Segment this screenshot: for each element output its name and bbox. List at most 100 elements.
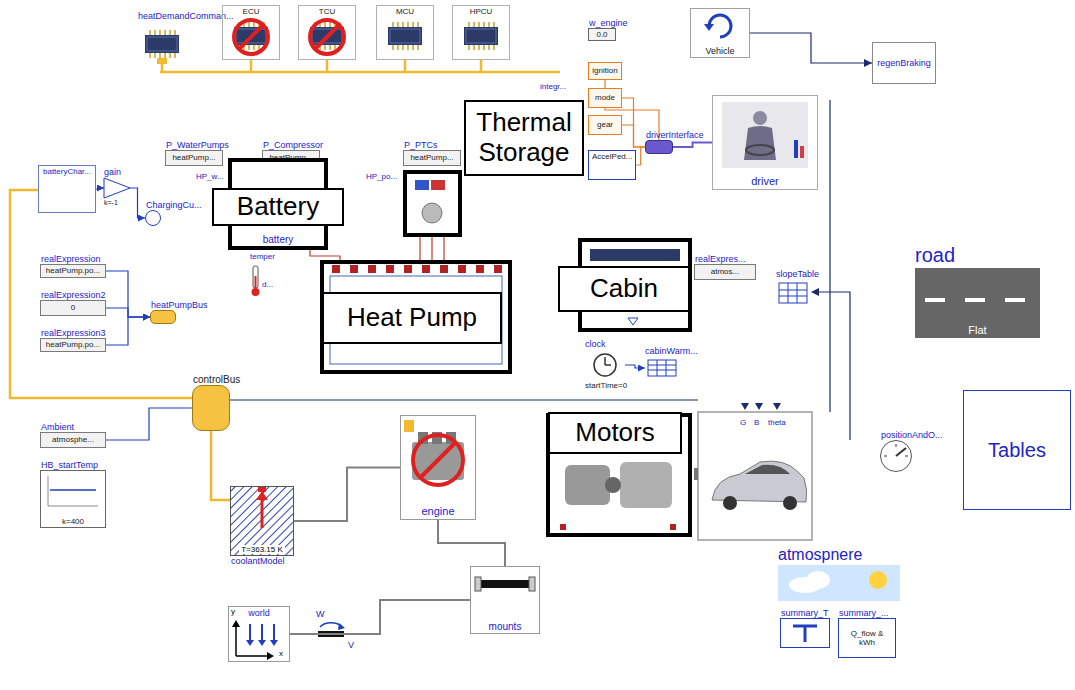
thermal-storage-block (422, 203, 442, 223)
world-axes (246, 640, 254, 646)
thermometer-symbol (252, 266, 260, 296)
pin-name: W (316, 609, 325, 619)
car-block (773, 403, 781, 410)
parameter-text: ignition (592, 66, 617, 75)
signal-connector (290, 600, 470, 634)
heat-pump-block (350, 265, 358, 273)
coolant-symbol (231, 487, 293, 555)
parameter-text: k=-1 (104, 199, 118, 207)
component-name: realExpression3 (41, 328, 106, 338)
expression-block: realExpression20 (40, 300, 106, 316)
controller-block: HPCU (452, 5, 510, 60)
disabled-mark (310, 20, 344, 54)
summary-icon (793, 626, 817, 642)
heat-pump-block (332, 265, 340, 273)
axis-label: y (231, 607, 235, 616)
block-label: Tables (988, 439, 1046, 462)
expression-block: P_PTCsheatPump... (403, 150, 461, 166)
signal-connector (106, 308, 150, 317)
summary-block: summary_...Q_flow & kWh (838, 618, 896, 658)
controller-block: ECU (222, 5, 280, 60)
heat-pump-block (330, 276, 502, 364)
car-block (783, 496, 797, 510)
component-name: HB_startTemp (41, 460, 98, 470)
atmosphere-icon (778, 565, 900, 601)
signal-wire (818, 292, 850, 440)
mounts-icon (529, 577, 535, 591)
controller-block: MCU (376, 5, 434, 60)
cabin-block (590, 249, 680, 261)
atmosphere-block: atmospnere (778, 565, 900, 601)
disabled-mark (234, 20, 268, 54)
signal-connector (625, 365, 645, 368)
component-name: atmospnere (778, 546, 863, 564)
world-axes (258, 640, 266, 646)
driver-figure (753, 111, 767, 125)
signal-connector (750, 33, 872, 63)
vehicle-block: Vehicle (690, 8, 750, 58)
vehicle-icon (704, 24, 714, 31)
parameter-text: MCU (396, 7, 414, 16)
bus-connector: controlBus (192, 385, 230, 431)
heat-pump-block (386, 265, 394, 273)
callout-box: Cabin (558, 266, 690, 312)
disabled-mark (315, 25, 339, 49)
controller-chip (145, 22, 498, 64)
atmosphere-icon (806, 571, 830, 589)
callout-box: Heat Pump (322, 292, 502, 344)
engine-icon (420, 442, 456, 478)
road-icon (915, 268, 1040, 338)
expression-block: P_WaterPumpsheatPump... (165, 150, 223, 166)
component-name: Ambient (41, 422, 74, 432)
component-name: clock (585, 339, 606, 349)
signal-connector (96, 188, 104, 189)
bus-line (211, 431, 230, 500)
engine-icon (404, 420, 414, 432)
callout-box: Motors (548, 412, 682, 454)
car-block (741, 403, 749, 410)
signal-connector (294, 468, 400, 522)
table-icon (648, 360, 676, 376)
signal-wire (230, 100, 850, 440)
sensor-gauge: positionAndO... (880, 440, 912, 472)
summary-icon (793, 626, 817, 642)
driver-signal-block: AccelPed... (588, 150, 636, 180)
road-block: roadFlat (915, 268, 1040, 338)
block-label: world (248, 608, 270, 618)
constant-graph (48, 476, 98, 506)
table-icon (779, 283, 807, 303)
component-name: realExpres... (695, 254, 746, 264)
controller-block: heatDemandComman... (138, 22, 186, 62)
mounts-icon (478, 580, 532, 588)
block-label: engine (421, 505, 454, 518)
parameter-text: atmos... (711, 267, 739, 276)
gauge-icon (884, 444, 908, 456)
clock-block: clockstartTime=0 (585, 350, 625, 380)
block-name: integr... (540, 82, 566, 91)
parameter-text: ECU (243, 7, 260, 16)
parameter-text: heatPump.po... (46, 340, 100, 349)
bus-name: controlBus (193, 374, 240, 386)
parameter-text: 0 (71, 303, 75, 312)
signal-connector (673, 143, 712, 148)
component-name: cabinWarm... (645, 346, 698, 356)
world-axes (236, 626, 268, 656)
constant-block: HB_startTempk=400 (40, 470, 106, 528)
cabin-block (628, 318, 638, 325)
driver-figure (794, 140, 798, 158)
world-axes (270, 640, 278, 646)
heat-pump-block (404, 265, 412, 273)
thermometer-symbol (255, 276, 257, 290)
component-name: road (915, 244, 955, 267)
driver-figure (746, 145, 774, 155)
expression-block: realExpres...atmos... (694, 264, 756, 280)
driver-signal-block: mode (588, 88, 622, 108)
constant-graph (50, 489, 96, 491)
signal-connector (106, 271, 150, 317)
block-name: HP_po... (366, 172, 397, 181)
car-block (712, 461, 807, 502)
axis-label: x (279, 649, 283, 658)
engine-icon (413, 435, 463, 485)
component-name: coolantModel (231, 556, 285, 566)
